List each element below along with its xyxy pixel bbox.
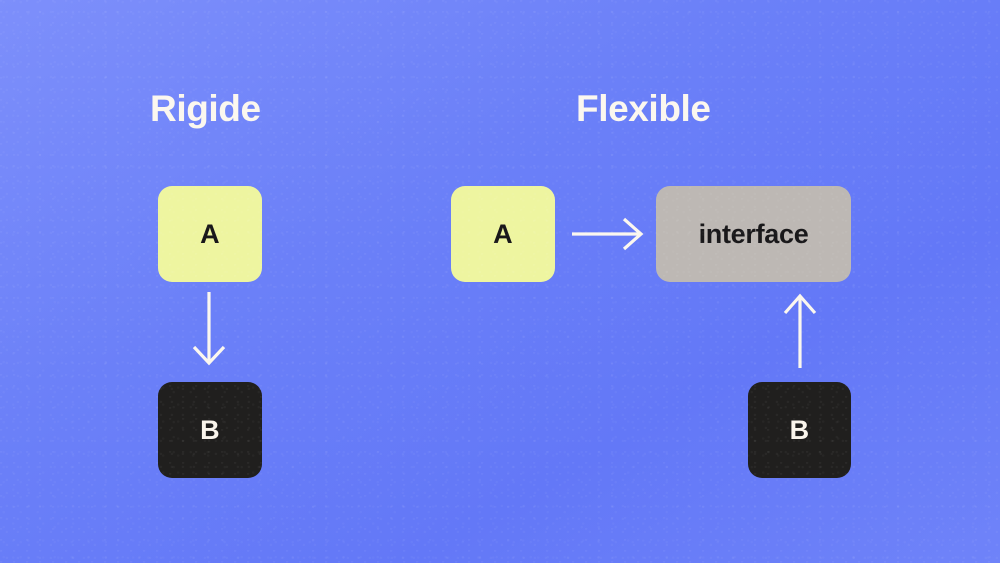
arrow-down-icon (183, 292, 235, 366)
panel-title-rigide: Rigide (150, 88, 261, 129)
node-b-rigide[interactable]: B (158, 382, 262, 478)
arrow-up-icon (774, 293, 826, 368)
node-interface[interactable]: interface (656, 186, 851, 282)
arrow-right-icon (570, 212, 644, 256)
node-b-flexible[interactable]: B (748, 382, 851, 478)
panel-title-flexible: Flexible (576, 88, 711, 129)
node-a-flexible[interactable]: A (451, 186, 555, 282)
node-a-rigide[interactable]: A (158, 186, 262, 282)
